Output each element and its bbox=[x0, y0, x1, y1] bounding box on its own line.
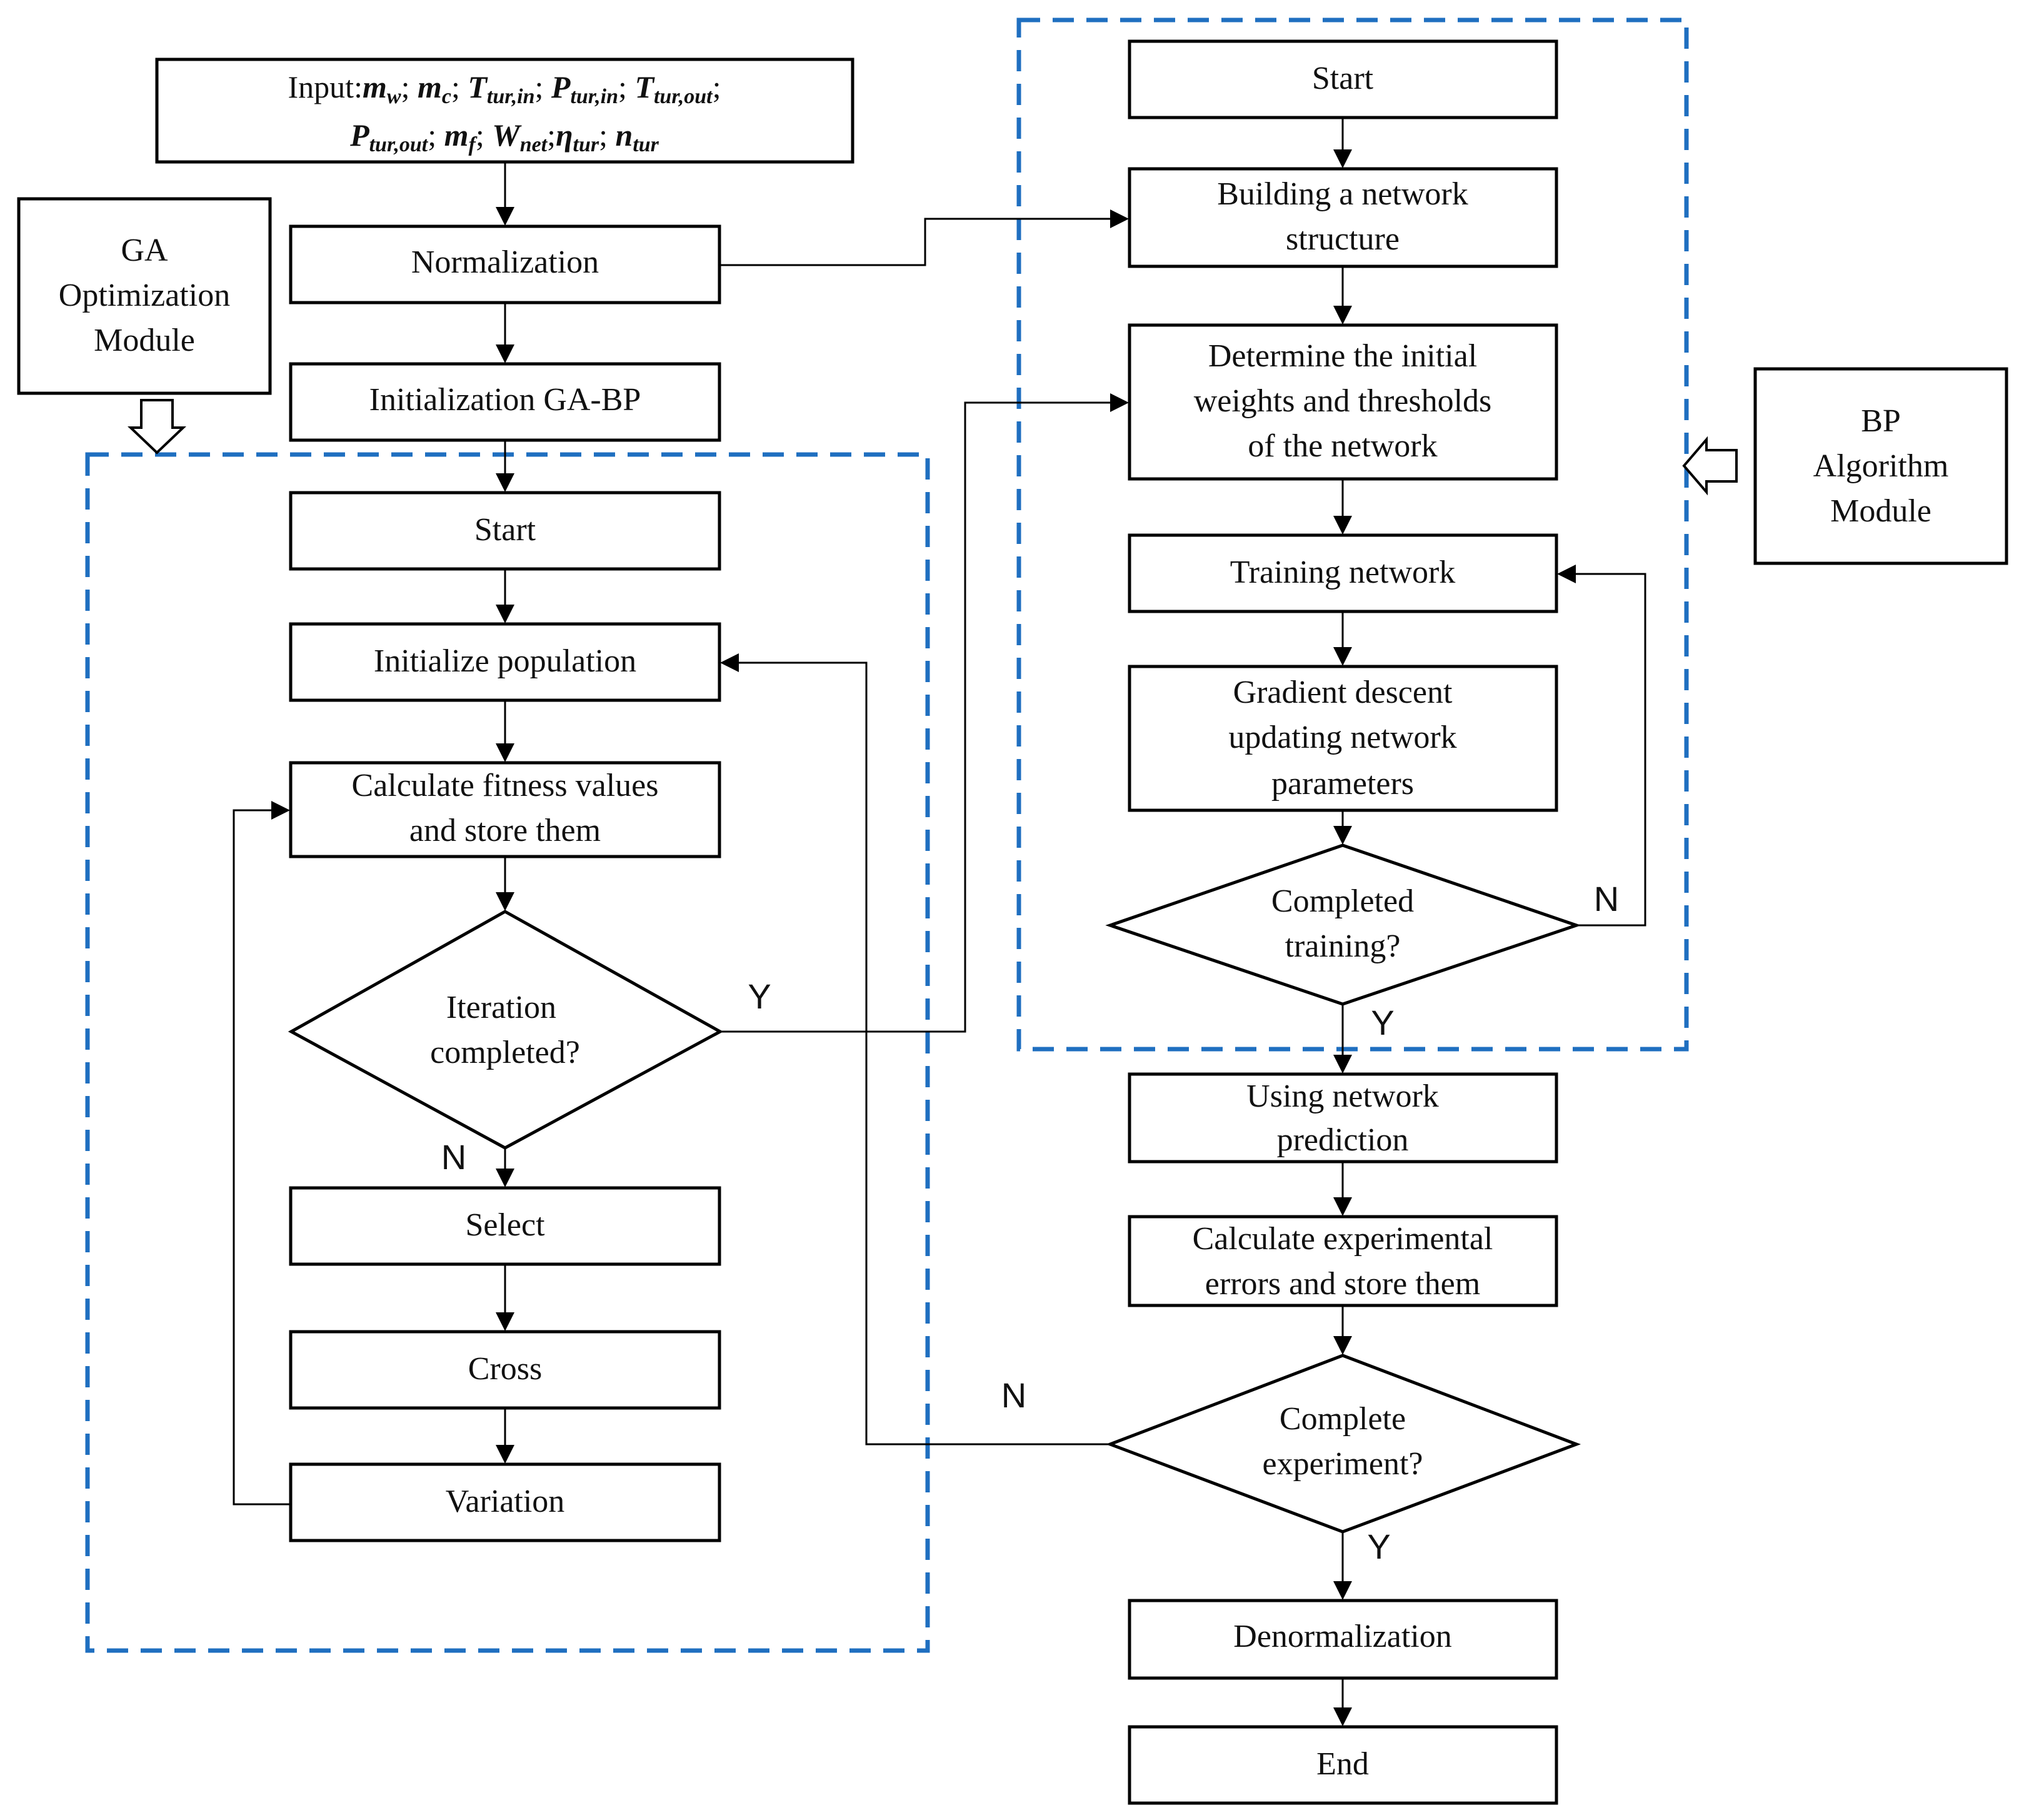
label-iteration-yes: Y bbox=[748, 977, 771, 1016]
svg-text:Start: Start bbox=[1312, 61, 1374, 96]
svg-text:Start: Start bbox=[474, 512, 536, 548]
bp-module-line-1: BP bbox=[1861, 403, 1901, 439]
select-node: Select bbox=[289, 1186, 721, 1266]
svg-text:Cross: Cross bbox=[468, 1351, 542, 1387]
edge-variation-fitness-loop bbox=[233, 801, 291, 1506]
denormalization-node: Denormalization bbox=[1128, 1599, 1558, 1680]
cross-node: Cross bbox=[289, 1330, 721, 1410]
svg-text:structure: structure bbox=[1286, 221, 1400, 257]
svg-text:and store them: and store them bbox=[409, 813, 601, 848]
svg-text:experiment?: experiment? bbox=[1263, 1446, 1423, 1482]
iteration-decision: Iteration completed? bbox=[288, 910, 724, 1150]
svg-text:Calculate experimental: Calculate experimental bbox=[1193, 1221, 1493, 1257]
completed-training-decision: Completed training? bbox=[1105, 843, 1581, 1006]
input-box: Input:mw; mc; Ttur,in; Ptur,in; Ttur,out… bbox=[155, 58, 854, 164]
bp-module-line-3: Module bbox=[1830, 493, 1931, 529]
label-experiment-yes: Y bbox=[1367, 1527, 1390, 1566]
svg-text:completed?: completed? bbox=[430, 1035, 580, 1070]
end-node: End bbox=[1128, 1725, 1558, 1805]
svg-text:Iteration: Iteration bbox=[446, 990, 556, 1025]
ga-module-line-1: GA bbox=[121, 233, 168, 268]
svg-text:Training network: Training network bbox=[1230, 555, 1456, 590]
svg-text:Variation: Variation bbox=[446, 1484, 565, 1519]
edge-experiment-no-loop bbox=[720, 653, 1110, 1445]
ga-module-line-3: Module bbox=[94, 323, 195, 358]
svg-text:of the network: of the network bbox=[1248, 428, 1437, 464]
input-line-1: Input:mw; mc; Ttur,in; Ptur,in; Ttur,out… bbox=[288, 69, 721, 108]
ga-module-label: GA Optimization Module bbox=[17, 197, 272, 395]
svg-text:Complete: Complete bbox=[1280, 1401, 1406, 1437]
svg-text:Using network: Using network bbox=[1246, 1078, 1439, 1114]
variation-node: Variation bbox=[289, 1462, 721, 1542]
bp-start-node: Start bbox=[1128, 39, 1558, 119]
bp-module-left-arrow-icon bbox=[1682, 436, 1738, 496]
svg-text:Calculate fitness values: Calculate fitness values bbox=[352, 768, 659, 803]
ga-start-node: Start bbox=[289, 491, 721, 571]
svg-text:weights and thresholds: weights and thresholds bbox=[1194, 383, 1492, 419]
svg-text:prediction: prediction bbox=[1277, 1122, 1409, 1158]
bp-module-line-2: Algorithm bbox=[1813, 448, 1949, 484]
build-network-node: Building a network structure bbox=[1128, 167, 1558, 268]
bp-module-label: BP Algorithm Module bbox=[1753, 367, 2008, 565]
svg-text:Initialization GA-BP: Initialization GA-BP bbox=[369, 382, 641, 418]
label-experiment-no: N bbox=[1001, 1375, 1026, 1415]
svg-text:Determine the initial: Determine the initial bbox=[1208, 338, 1477, 374]
fitness-node: Calculate fitness values and store them bbox=[289, 761, 721, 858]
svg-text:End: End bbox=[1316, 1746, 1369, 1782]
svg-text:Completed: Completed bbox=[1271, 883, 1414, 919]
svg-text:errors and store them: errors and store them bbox=[1205, 1266, 1480, 1302]
init-population-node: Initialize population bbox=[289, 622, 721, 702]
svg-text:Select: Select bbox=[465, 1207, 545, 1243]
svg-text:Denormalization: Denormalization bbox=[1233, 1619, 1451, 1654]
normalization-node: Normalization bbox=[289, 224, 721, 304]
complete-experiment-decision: Complete experiment? bbox=[1105, 1354, 1581, 1534]
using-network-node: Using network prediction bbox=[1128, 1072, 1558, 1164]
init-gabp-node: Initialization GA-BP bbox=[289, 362, 721, 442]
errors-node: Calculate experimental errors and store … bbox=[1128, 1215, 1558, 1307]
ga-module-line-2: Optimization bbox=[59, 278, 230, 313]
label-training-no: N bbox=[1594, 879, 1619, 918]
gradient-node: Gradient descent updating network parame… bbox=[1128, 665, 1558, 812]
svg-text:Building a network: Building a network bbox=[1217, 176, 1468, 212]
input-line-2: Ptur,out; mf; Wnet;ηtur; ntur bbox=[349, 118, 659, 156]
svg-text:parameters: parameters bbox=[1271, 766, 1414, 802]
edge-training-no-loop bbox=[1557, 565, 1646, 927]
label-iteration-no: N bbox=[441, 1137, 466, 1177]
edge-iteration-weights bbox=[720, 393, 1129, 1033]
edge-normalization-build bbox=[719, 209, 1129, 266]
bp-module-region bbox=[1016, 18, 1689, 1052]
svg-text:training?: training? bbox=[1285, 928, 1401, 964]
svg-text:Normalization: Normalization bbox=[411, 244, 599, 280]
training-node: Training network bbox=[1128, 533, 1558, 613]
svg-text:updating network: updating network bbox=[1228, 720, 1456, 755]
weights-node: Determine the initial weights and thresh… bbox=[1128, 323, 1558, 481]
ga-module-down-arrow-icon bbox=[128, 399, 186, 455]
svg-text:Initialize population: Initialize population bbox=[374, 643, 636, 679]
svg-text:Gradient descent: Gradient descent bbox=[1233, 675, 1453, 710]
ga-module-region bbox=[85, 452, 930, 1653]
label-training-yes: Y bbox=[1371, 1003, 1394, 1042]
